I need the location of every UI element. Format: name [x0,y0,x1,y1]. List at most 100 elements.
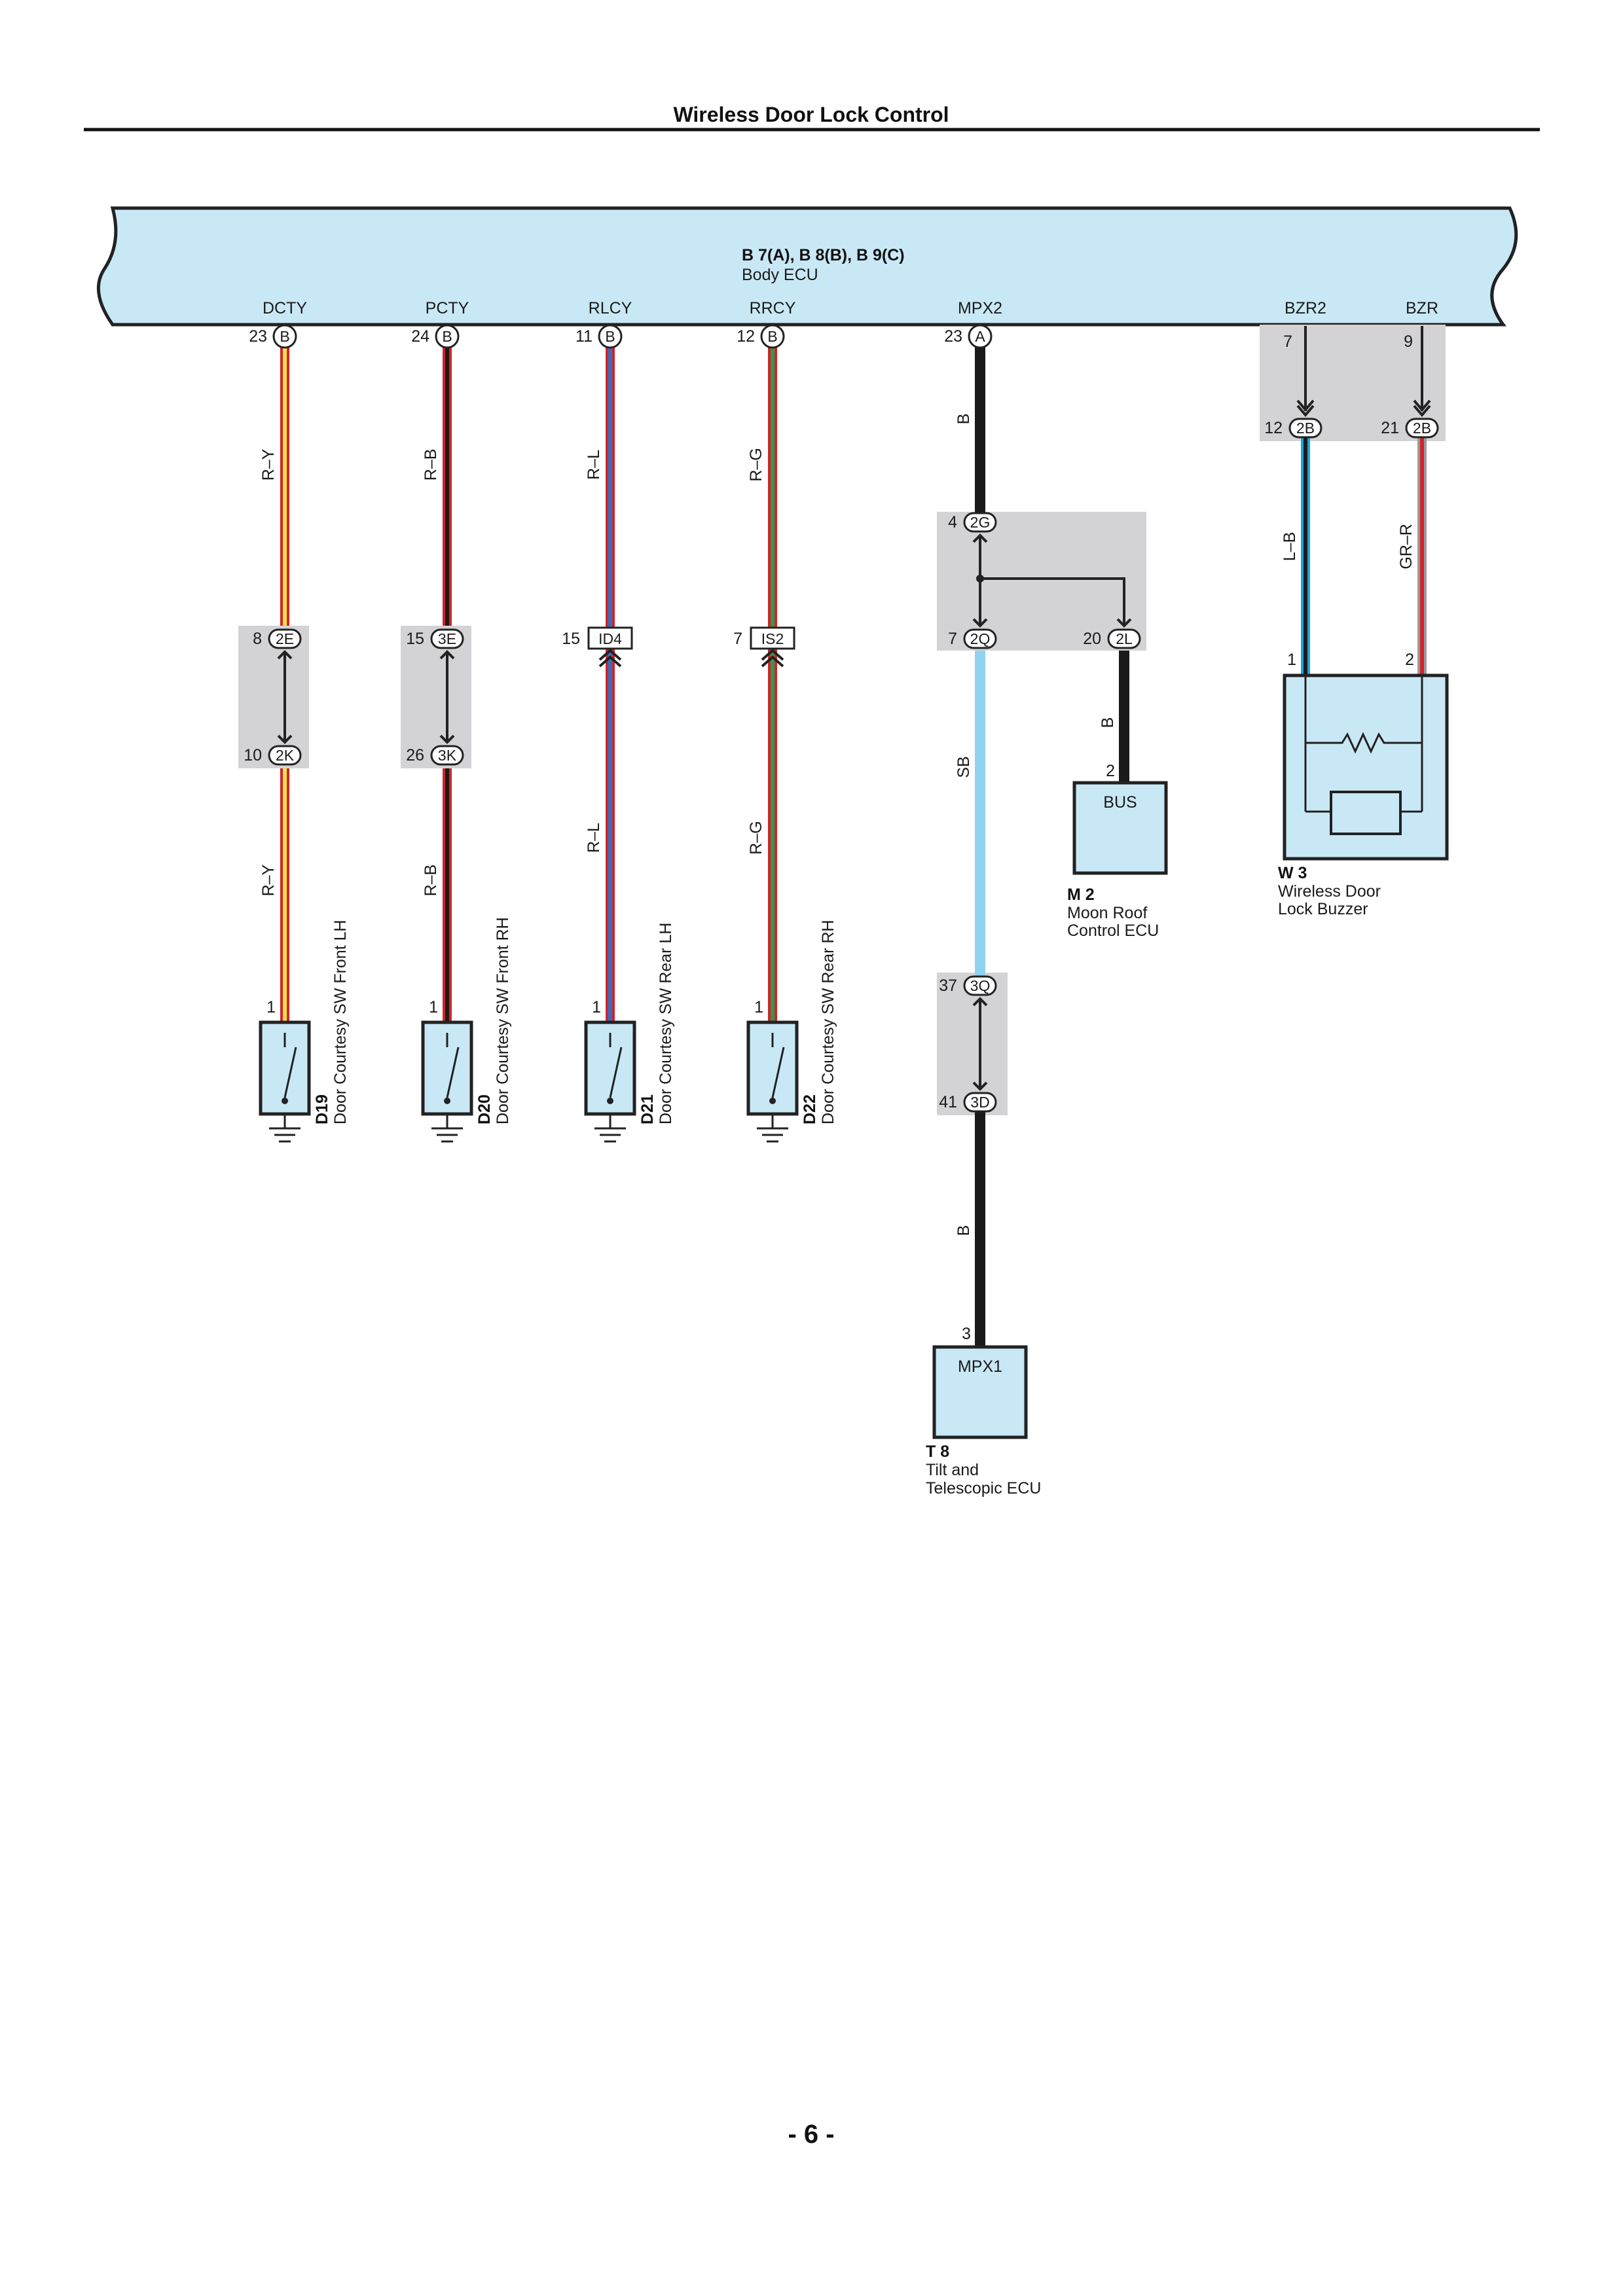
junction-2b-connectors: 2B 12 2B 21 [1264,418,1439,439]
svg-text:D21: D21 [638,1094,657,1124]
pin-rlcy: B 11 [575,324,623,349]
svg-text:Door Courtesy SW Front RH: Door Courtesy SW Front RH [494,917,512,1124]
svg-text:20: 20 [1083,630,1101,648]
label-d19: D19 Door Courtesy SW Front LH [313,920,350,1124]
svg-text:B: B [280,328,289,345]
svg-text:BUS: BUS [1103,793,1137,812]
wire-moonroof [1119,651,1129,781]
svg-text:Wireless Door: Wireless Door [1278,882,1381,901]
svg-text:3E: 3E [438,630,456,647]
wire-label-pcty-upper: R–B [422,449,440,481]
svg-text:2K: 2K [276,747,295,764]
wire-label-dcty-upper: R–Y [259,448,278,480]
junction-3q-3d-wiring: 3Q 37 3D 41 [939,975,997,1113]
svg-text:12: 12 [737,327,755,346]
wire-label-moonroof: B [1099,717,1117,728]
wire-rlcy [606,347,615,1021]
wire-mpx-top [975,347,985,521]
tilt-telescopic-ecu: 3 MPX1 T 8 Tilt and Telescopic ECU [926,1325,1041,1498]
wire-label-mpx-bottom: B [955,1225,973,1236]
svg-text:IS2: IS2 [761,630,784,647]
switch-d19: 1 [259,998,311,1143]
svg-text:7: 7 [1283,332,1292,351]
svg-text:37: 37 [939,977,957,995]
wire-label-rlcy-lower: R–L [585,823,603,853]
svg-text:Door Courtesy SW Rear LH: Door Courtesy SW Rear LH [657,923,675,1124]
junction-2e-2k: 2E 8 2K 10 [238,626,309,768]
svg-text:2L: 2L [1116,630,1133,647]
switch-d21: 1 [584,998,636,1143]
svg-text:Tilt and: Tilt and [926,1461,979,1479]
junction-2g-2q-2l-wiring: 2G 4 2Q 7 2L 20 [948,512,1141,649]
svg-text:1: 1 [592,998,601,1016]
svg-text:10: 10 [244,746,262,764]
svg-text:24: 24 [411,327,429,346]
svg-text:2Q: 2Q [970,630,991,647]
wire-label-dcty-lower: R–Y [259,864,278,896]
svg-text:B: B [605,328,615,345]
switch-d22: 1 [746,998,799,1143]
svg-text:Door Courtesy SW Rear RH: Door Courtesy SW Rear RH [819,920,837,1124]
wire-label-buzzer-lb: L–B [1281,532,1299,561]
svg-text:2B: 2B [1296,420,1315,437]
label-d21: D21 Door Courtesy SW Rear LH [638,923,675,1124]
svg-text:4: 4 [948,513,957,531]
wire-label-mpx-sb: SB [955,756,973,778]
label-d20: D20 Door Courtesy SW Front RH [475,917,512,1124]
svg-text:Telescopic ECU: Telescopic ECU [926,1479,1041,1498]
svg-text:2B: 2B [1413,420,1431,437]
svg-text:7: 7 [948,630,957,648]
svg-text:2: 2 [1405,651,1414,669]
connector-is2: IS2 7 [733,626,795,668]
svg-text:23: 23 [249,327,267,346]
svg-text:3K: 3K [438,747,457,764]
pin-dcty: B 23 [249,324,297,349]
svg-text:D20: D20 [475,1094,494,1124]
svg-text:1: 1 [754,998,763,1016]
svg-text:26: 26 [406,746,424,764]
svg-text:D22: D22 [801,1094,819,1124]
moon-roof-ecu: 2 BUS M 2 Moon Roof Control ECU [1067,762,1168,940]
svg-text:W 3: W 3 [1278,864,1307,882]
svg-text:8: 8 [253,630,262,648]
svg-text:2E: 2E [276,630,294,647]
junction-3q-3d [937,973,1008,1115]
svg-text:2G: 2G [970,514,991,531]
svg-text:Control ECU: Control ECU [1067,922,1159,940]
terminal-pcty: PCTY [426,299,469,317]
body-ecu-connectors: B 7(A), B 8(B), B 9(C) [742,246,905,264]
wire-label-rrcy-lower: R–G [747,821,765,854]
body-ecu-name: Body ECU [742,266,818,284]
svg-text:21: 21 [1381,419,1399,437]
svg-text:3: 3 [962,1325,971,1343]
wire-rrcy [768,347,777,1021]
wireless-door-lock-buzzer: 1 2 W 3 Wireless Door Lock Buzzer [1278,651,1449,918]
svg-text:2: 2 [1106,762,1115,780]
pin-rrcy: B 12 [737,324,785,349]
svg-text:1: 1 [1287,651,1296,669]
svg-text:9: 9 [1404,332,1413,351]
wire-buzzer-lb [1301,436,1310,675]
svg-text:Moon Roof: Moon Roof [1067,904,1147,922]
connector-id4: ID4 15 [562,626,633,668]
terminal-bzr2: BZR2 [1285,299,1326,317]
svg-text:41: 41 [939,1093,957,1111]
page-number: - 6 - [788,2120,834,2149]
terminal-rlcy: RLCY [589,299,632,317]
svg-text:T 8: T 8 [926,1443,949,1461]
junction-2g-2q-2l [937,512,1146,651]
svg-text:ID4: ID4 [598,630,622,647]
svg-text:3D: 3D [970,1094,989,1111]
terminal-bzr: BZR [1406,299,1438,317]
terminal-rrcy: RRCY [750,299,796,317]
svg-text:MPX1: MPX1 [958,1357,1002,1376]
svg-text:23: 23 [944,327,962,346]
terminal-mpx2: MPX2 [958,299,1002,317]
svg-text:B: B [767,328,777,345]
svg-text:12: 12 [1264,419,1283,437]
svg-text:B: B [442,328,452,345]
svg-text:7: 7 [733,630,742,648]
wire-label-rrcy-upper: R–G [747,448,765,481]
svg-text:15: 15 [562,630,580,648]
pin-pcty: B 24 [411,324,460,349]
